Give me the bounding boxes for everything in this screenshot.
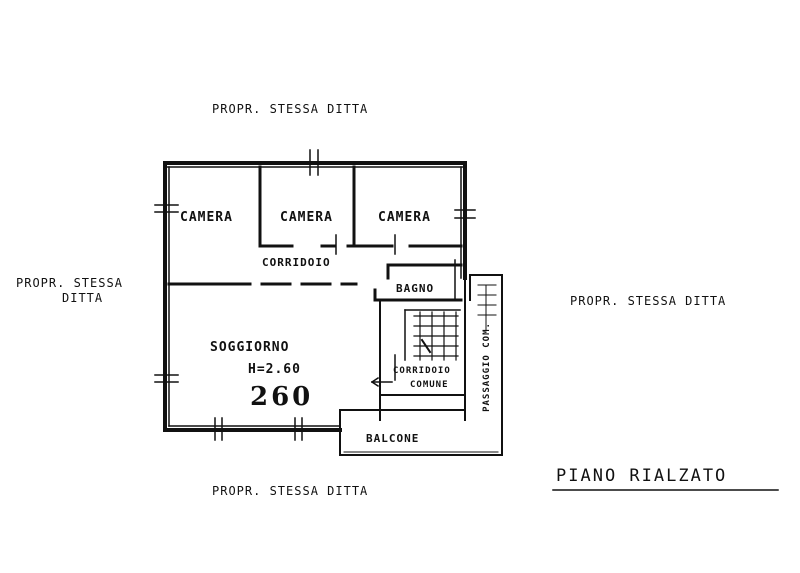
passage-corridor [469,274,503,456]
room-label-camera-2: CAMERA [280,210,333,225]
neighbor-label-left-line1: PROPR. STESSA [16,276,123,290]
interior-walls [167,165,466,431]
room-label-corridoio-comune-line1: CORRIDOIO [393,366,451,376]
exterior-walls [163,161,467,432]
room-label-soggiorno: SOGGIORNO [210,340,290,355]
balcony [339,429,503,456]
room-label-balcone: BALCONE [366,432,420,445]
neighbor-label-left-line2: DITTA [62,291,104,305]
room-label-corridoio: CORRIDOIO [262,256,331,269]
room-label-corridoio-comune-line2: COMUNE [410,380,449,390]
corridor-arrow [370,376,393,388]
room-label-bagno: BAGNO [396,282,435,295]
room-label-camera-3: CAMERA [378,210,431,225]
neighbor-label-top: PROPR. STESSA DITTA [212,102,369,116]
ceiling-height-label: H=2.60 [248,362,301,377]
room-label-camera-1: CAMERA [180,210,233,225]
ceiling-height-handwritten: 260 [250,382,314,412]
neighbor-label-right: PROPR. STESSA DITTA [570,294,727,308]
window-marks [154,149,476,441]
neighbor-label-bottom: PROPR. STESSA DITTA [212,484,369,498]
stair-hatch [413,311,459,361]
room-label-passaggio-comune: PASSAGGIO COM. [481,322,492,412]
floor-title: PIANO RIALZATO [556,466,728,486]
